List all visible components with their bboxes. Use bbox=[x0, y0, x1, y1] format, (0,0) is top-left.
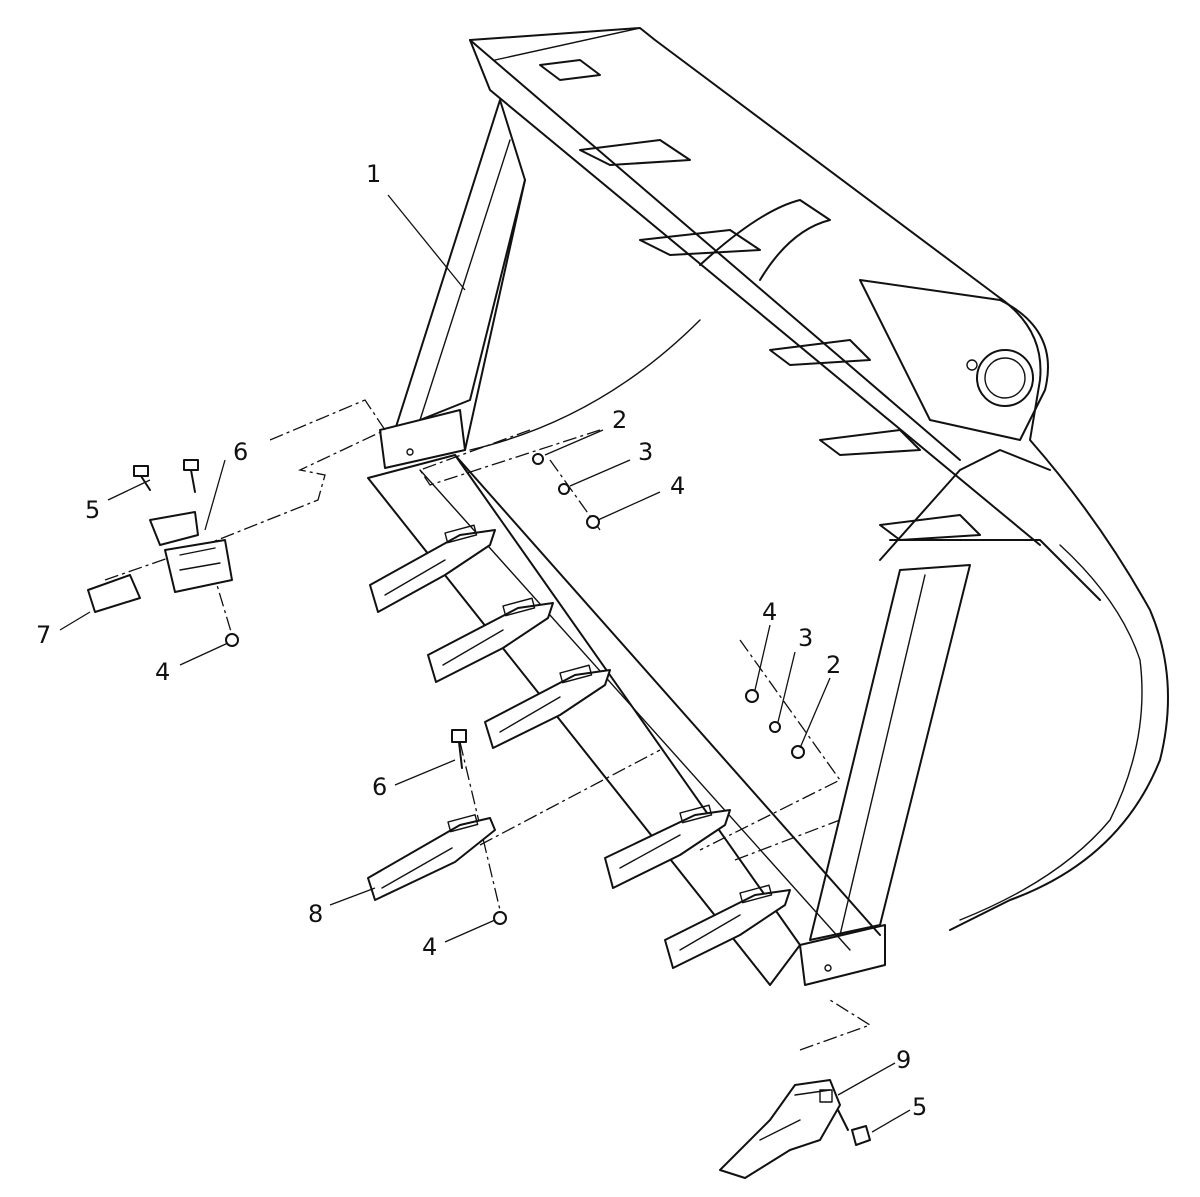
callout-5-bottom: 5 bbox=[912, 1093, 927, 1121]
callout-8: 8 bbox=[308, 900, 323, 928]
callout-3-right: 3 bbox=[798, 624, 813, 652]
callout-2-top: 2 bbox=[612, 406, 627, 434]
exploded-corner-tooth-9 bbox=[719, 1079, 841, 1179]
adapter-2 bbox=[427, 597, 554, 683]
adapter-6 bbox=[664, 884, 791, 969]
nut-4-right bbox=[745, 689, 759, 703]
callout-4-right: 4 bbox=[762, 598, 777, 626]
bolt-5-bottom bbox=[837, 1109, 871, 1146]
bucket-body bbox=[367, 27, 1169, 986]
callout-4-left: 4 bbox=[155, 658, 170, 686]
callout-7: 7 bbox=[36, 621, 51, 649]
callout-4-top: 4 bbox=[670, 472, 685, 500]
bolt-5-top bbox=[133, 465, 151, 491]
bolt-2-right bbox=[791, 745, 805, 759]
assembly-centerlines bbox=[104, 399, 872, 1051]
nut-4-left bbox=[225, 633, 239, 647]
bolt-6-middle bbox=[451, 729, 467, 769]
adapter-3 bbox=[484, 664, 611, 749]
callouts: 1 2 3 4 6 5 7 4 4 3 2 6 8 4 9 5 bbox=[36, 160, 927, 1121]
adapter-1 bbox=[369, 524, 496, 613]
callout-9: 9 bbox=[896, 1046, 911, 1074]
callout-5-top: 5 bbox=[85, 496, 100, 524]
bolt-6-top bbox=[183, 459, 199, 493]
callout-6-middle: 6 bbox=[372, 773, 387, 801]
washer-3-top bbox=[558, 483, 570, 495]
nut-4-top bbox=[586, 515, 600, 529]
exploded-adapter-8 bbox=[367, 814, 496, 901]
bolt-2-top bbox=[532, 453, 544, 465]
callout-2-right: 2 bbox=[826, 651, 841, 679]
exploded-corner-tooth-7 bbox=[87, 511, 233, 613]
washer-3-right bbox=[769, 721, 781, 733]
teeth-adapters bbox=[369, 524, 791, 969]
callout-3-top: 3 bbox=[638, 438, 653, 466]
leader-lines bbox=[59, 194, 911, 1133]
hardware bbox=[133, 453, 871, 1146]
callout-1: 1 bbox=[366, 160, 381, 188]
nut-4-bottom bbox=[493, 911, 507, 925]
callout-4-bottom: 4 bbox=[422, 933, 437, 961]
adapter-5 bbox=[604, 804, 731, 889]
callout-6-top: 6 bbox=[233, 438, 248, 466]
